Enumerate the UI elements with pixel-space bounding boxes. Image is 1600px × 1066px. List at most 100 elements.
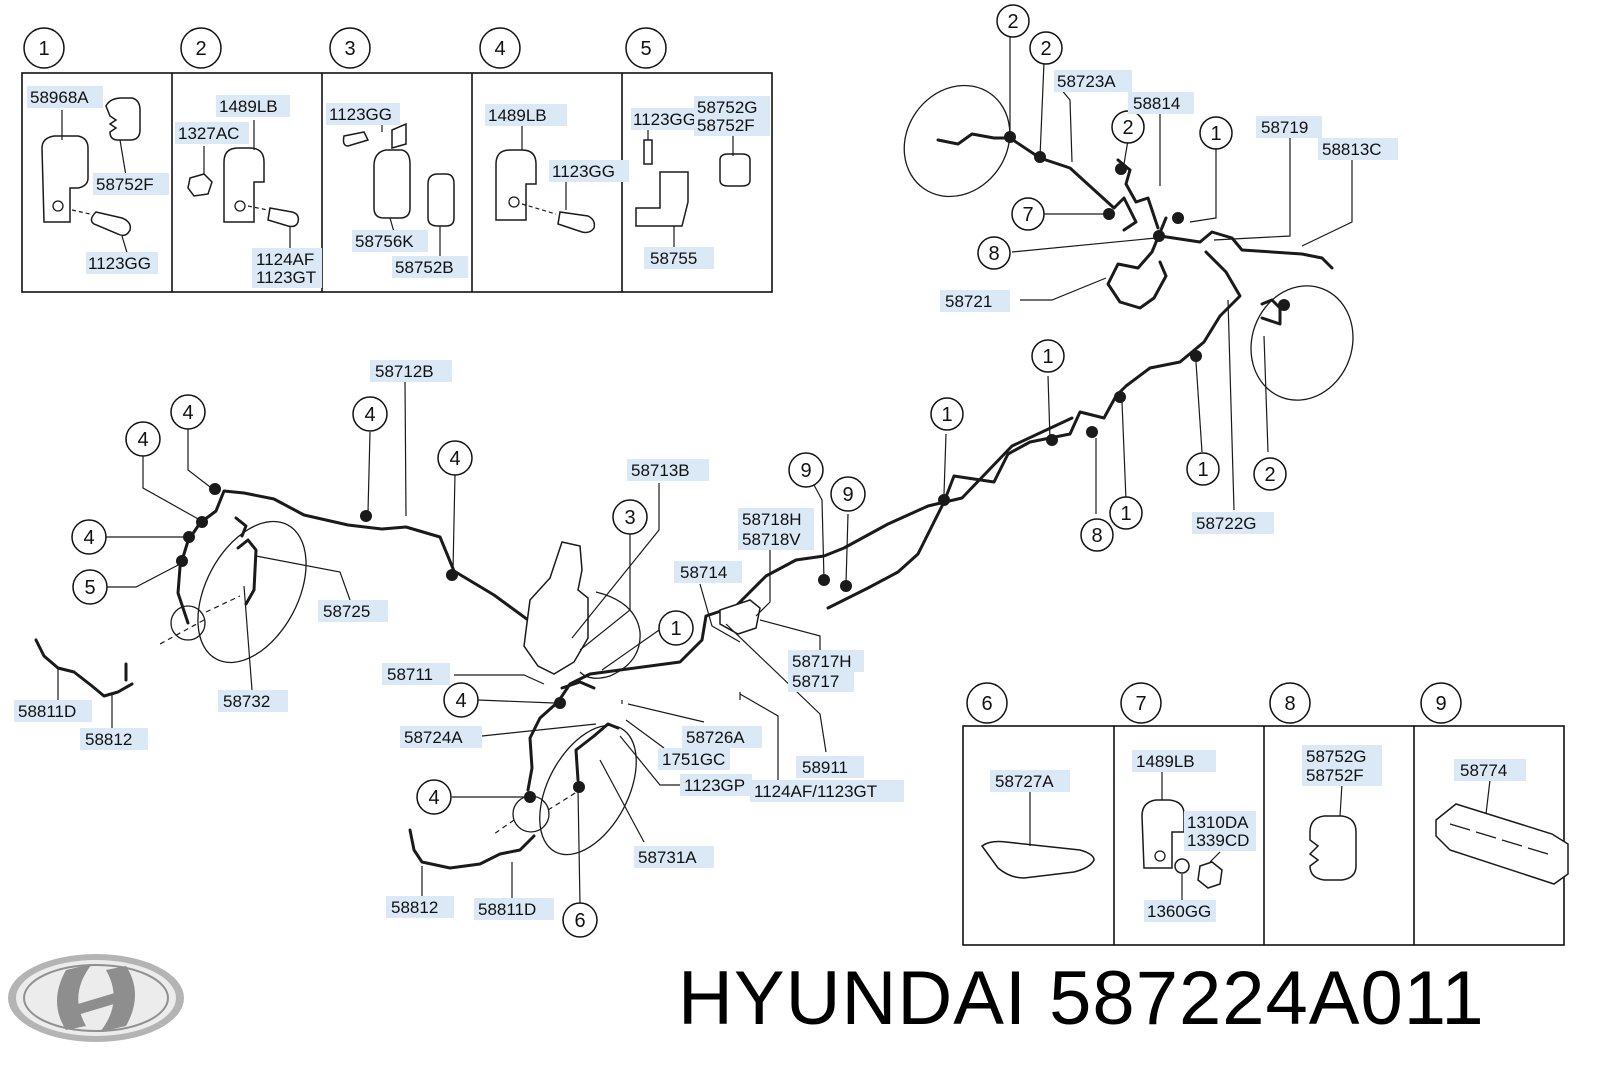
- svg-text:9: 9: [842, 484, 853, 506]
- double-clip-part-drawing: [1308, 783, 1357, 881]
- label-1360GG: 1360GG: [1144, 900, 1216, 922]
- label-1489LB: 1489LB: [485, 104, 567, 126]
- svg-text:6: 6: [981, 693, 992, 715]
- svg-text:58719: 58719: [1261, 118, 1308, 137]
- label-58811D: 58811D: [474, 898, 554, 920]
- svg-text:4: 4: [428, 787, 439, 809]
- main-callout-9b: 9: [830, 476, 866, 512]
- main-callout-4g: 4: [416, 779, 452, 815]
- label-58722G: 58722G: [1192, 512, 1274, 534]
- rear-callout-2d: 2: [1253, 457, 1287, 491]
- svg-text:58774: 58774: [1460, 761, 1507, 780]
- svg-text:58714: 58714: [680, 563, 727, 582]
- svg-text:58752F: 58752F: [96, 175, 154, 194]
- label-58755: 58755: [644, 247, 714, 269]
- main-callout-3: 3: [612, 499, 648, 535]
- label-58812: 58812: [80, 728, 148, 750]
- svg-text:2: 2: [195, 38, 206, 60]
- svg-text:5: 5: [640, 38, 651, 60]
- top-inset: 1 2 3 4 5 58968A 58752F 1123GG: [21, 27, 773, 293]
- clamp-part-drawing: [41, 97, 141, 257]
- label-1124AF: 1124AF: [252, 248, 322, 270]
- svg-text:58752F: 58752F: [1306, 766, 1364, 785]
- svg-text:2: 2: [1264, 464, 1275, 486]
- svg-text:4: 4: [137, 429, 148, 451]
- label-58713B: 58713B: [627, 459, 709, 481]
- svg-text:58814: 58814: [1133, 94, 1180, 113]
- svg-text:58717H: 58717H: [792, 652, 852, 671]
- svg-text:8: 8: [1091, 525, 1102, 547]
- label-1123GP: 1123GP: [680, 774, 752, 796]
- svg-text:1123GG: 1123GG: [633, 110, 696, 129]
- svg-text:1123GG: 1123GG: [88, 254, 151, 273]
- svg-text:58721: 58721: [945, 292, 992, 311]
- label-58752B: 58752B: [392, 256, 468, 278]
- rear-callout-1b: 1: [1031, 339, 1065, 373]
- rear-brake-assembly: [826, 36, 1354, 610]
- rear-callout-1d: 1: [1109, 496, 1143, 530]
- label-1327AC: 1327AC: [175, 122, 249, 144]
- inset-number-1: 1: [23, 27, 65, 69]
- label-58814: 58814: [1128, 92, 1194, 114]
- rear-callout-1e: 1: [930, 397, 964, 431]
- svg-text:1327AC: 1327AC: [178, 124, 239, 143]
- svg-text:58726A: 58726A: [686, 728, 745, 747]
- label-58752F: 58752F: [1302, 764, 1382, 786]
- svg-text:7: 7: [1022, 204, 1033, 226]
- svg-text:1: 1: [670, 618, 681, 640]
- main-callout-4b: 4: [125, 421, 161, 457]
- inset-number-8: 8: [1269, 682, 1311, 724]
- rear-callout-2c: 2: [1111, 110, 1145, 144]
- label-58813C: 58813C: [1318, 138, 1398, 160]
- retainer-part-drawing: [342, 120, 455, 256]
- label-58811D: 58811D: [14, 700, 92, 722]
- label-58752G: 58752G: [1302, 745, 1382, 767]
- main-callout-4d: 4: [352, 396, 388, 432]
- label-58812: 58812: [386, 896, 454, 918]
- main-callout-4e: 4: [437, 440, 473, 476]
- svg-text:58811D: 58811D: [478, 900, 536, 919]
- svg-text:9: 9: [800, 460, 811, 482]
- rear-callout-8b: 8: [1080, 518, 1114, 552]
- label-1310DA: 1310DA: [1184, 811, 1256, 833]
- bottom-inset: 6 7 8 9 58727A 1489LB 1310DA 1339CD 1360…: [962, 682, 1569, 946]
- label-58752G: 58752G: [694, 96, 770, 118]
- label-58712B: 58712B: [370, 360, 452, 382]
- inset-number-6: 6: [966, 682, 1008, 724]
- label-1123GG: 1123GG: [631, 108, 697, 130]
- label-58718V: 58718V: [738, 528, 814, 550]
- svg-text:58718V: 58718V: [742, 530, 801, 549]
- label-58727A: 58727A: [990, 770, 1070, 792]
- part-number-title: HYUNDAI 587224A011: [678, 956, 1485, 1041]
- svg-text:1124AF: 1124AF: [256, 250, 314, 269]
- clip-part-drawing: [495, 126, 596, 234]
- inset-number-2: 2: [180, 27, 222, 69]
- shield-part-drawing: [980, 792, 1095, 879]
- svg-text:6: 6: [574, 910, 585, 932]
- label-58718H: 58718H: [738, 508, 814, 530]
- front-brake-assembly: [34, 380, 1074, 905]
- svg-text:58813C: 58813C: [1322, 140, 1382, 159]
- svg-text:58752B: 58752B: [395, 258, 454, 277]
- svg-text:1751GC: 1751GC: [662, 750, 725, 769]
- svg-text:1489LB: 1489LB: [488, 106, 547, 125]
- label-1489LB: 1489LB: [216, 95, 290, 117]
- svg-text:8: 8: [1284, 693, 1295, 715]
- label-58711: 58711: [382, 663, 450, 685]
- svg-text:1489LB: 1489LB: [219, 97, 278, 116]
- svg-text:1: 1: [38, 38, 49, 60]
- svg-text:4: 4: [364, 404, 375, 426]
- label-1339CD: 1339CD: [1184, 829, 1256, 851]
- label-58717: 58717: [788, 670, 854, 692]
- svg-text:4: 4: [455, 690, 466, 712]
- svg-text:4: 4: [182, 402, 193, 424]
- rear-callout-8: 8: [977, 236, 1011, 270]
- rear-callout-2b: 2: [1029, 31, 1063, 65]
- label-1123GG: 1123GG: [326, 103, 400, 125]
- rear-callout-7: 7: [1011, 197, 1045, 231]
- svg-text:2: 2: [1122, 117, 1133, 139]
- rear-callout-1c: 1: [1186, 452, 1220, 486]
- label-58725: 58725: [318, 600, 388, 622]
- label-58911: 58911: [796, 756, 864, 778]
